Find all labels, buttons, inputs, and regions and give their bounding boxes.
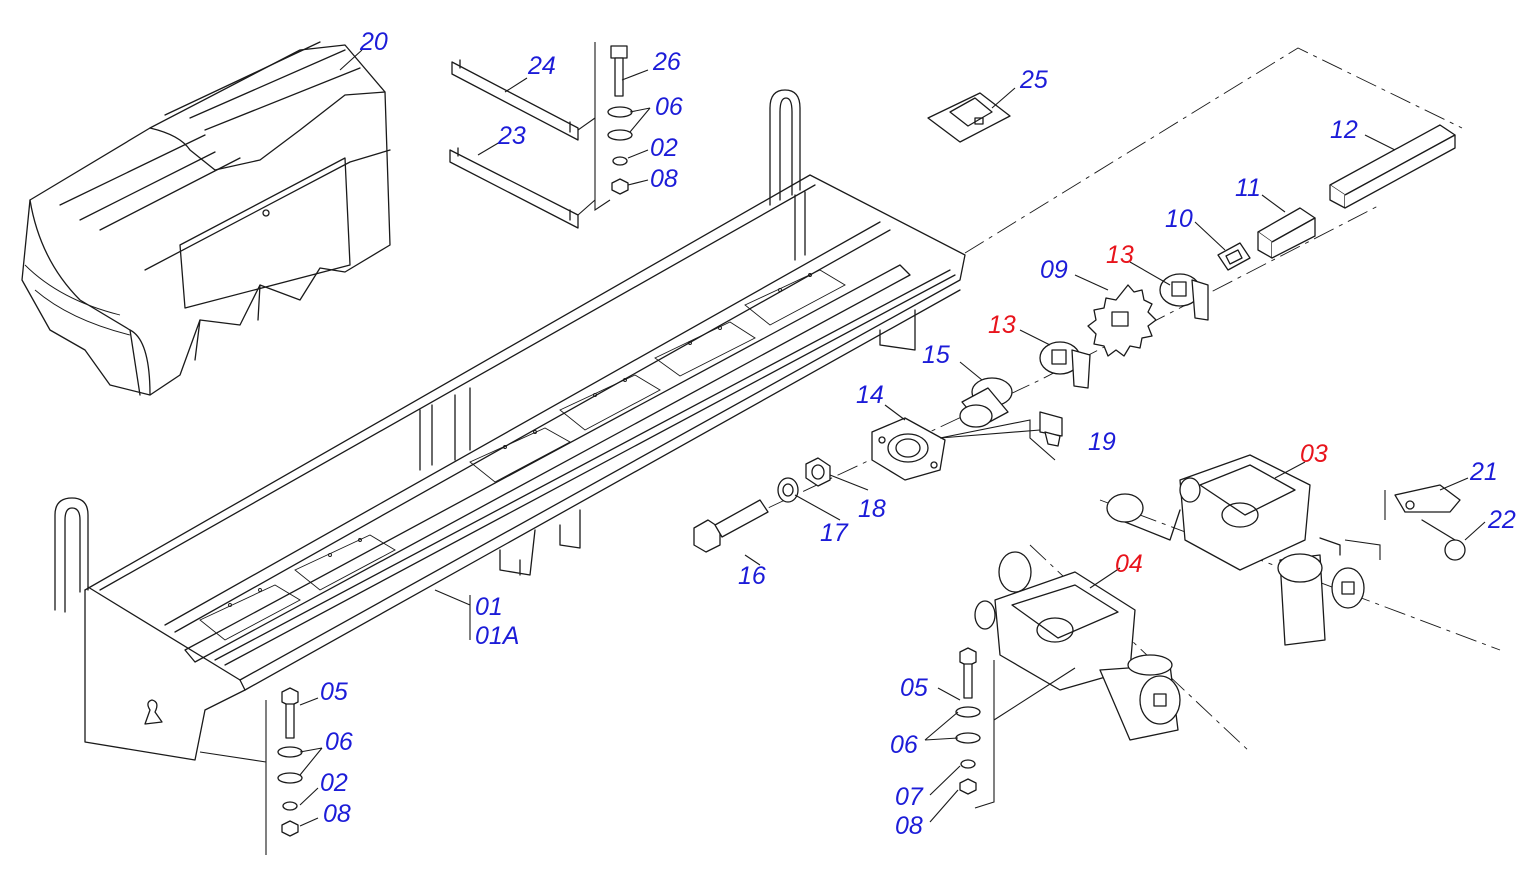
label-12: 12 [1330, 116, 1358, 144]
label-19: 19 [1088, 428, 1116, 456]
label-01: 01 [475, 593, 503, 621]
flange-14 [871, 417, 946, 481]
label-07: 07 [895, 783, 924, 811]
label-18: 18 [858, 495, 886, 523]
label-leaders [299, 49, 1486, 827]
clip-25 [927, 92, 1011, 143]
label-06-left: 06 [325, 728, 353, 756]
hopper-20 [21, 41, 391, 396]
shaft-11 [1257, 207, 1316, 259]
label-10: 10 [1165, 205, 1193, 233]
bushing-15 [959, 377, 1013, 428]
label-09: 09 [1040, 256, 1068, 284]
washer-17 [777, 477, 799, 503]
frame-01 [54, 89, 966, 761]
fastener-stack-bottom-left [277, 687, 303, 837]
bearing-13-upper [1159, 273, 1209, 321]
label-26: 26 [652, 48, 681, 76]
label-23: 23 [497, 122, 526, 150]
leader-23-24 [594, 42, 611, 212]
label-02-left: 02 [320, 769, 348, 797]
grease-nipple-19 [1039, 411, 1063, 447]
label-06-right: 06 [890, 731, 918, 759]
label-15: 15 [922, 341, 950, 369]
rail-24 [451, 59, 579, 141]
label-06-top: 06 [655, 93, 683, 121]
fastener-stack-top [607, 45, 633, 195]
label-13-upper: 13 [1106, 241, 1134, 269]
label-17: 17 [820, 519, 849, 547]
label-01a: 01A [475, 622, 519, 650]
label-25: 25 [1019, 66, 1048, 94]
bolt-16 [693, 499, 769, 553]
label-08-left: 08 [323, 800, 351, 828]
label-08-top: 08 [650, 165, 678, 193]
label-21: 21 [1469, 458, 1498, 486]
sprocket-09 [1087, 284, 1157, 357]
gearbox-04 [974, 551, 1181, 741]
shaft-12 [1329, 124, 1456, 209]
pin-22 [1421, 519, 1466, 561]
nut-18 [805, 457, 831, 487]
label-11: 11 [1235, 174, 1261, 202]
washer-10 [1217, 242, 1251, 271]
label-14: 14 [856, 381, 884, 409]
latch-21 [1394, 484, 1461, 513]
label-05-left: 05 [320, 678, 348, 706]
rail-23 [449, 147, 579, 229]
label-05-right: 05 [900, 674, 928, 702]
label-22: 22 [1487, 506, 1516, 534]
label-24: 24 [527, 52, 556, 80]
label-03: 03 [1300, 440, 1328, 468]
part-labels: 20 24 23 26 06 02 08 25 12 11 10 13 09 1… [320, 28, 1516, 840]
label-13-lower: 13 [988, 311, 1016, 339]
label-20: 20 [359, 28, 388, 56]
fastener-stack-bottom-right [955, 647, 981, 795]
gearbox-03 [1106, 454, 1365, 646]
label-02-top: 02 [650, 134, 678, 162]
bearing-13-lower [1039, 341, 1091, 389]
label-16: 16 [738, 562, 766, 590]
label-04: 04 [1115, 550, 1143, 578]
label-08-right: 08 [895, 812, 923, 840]
